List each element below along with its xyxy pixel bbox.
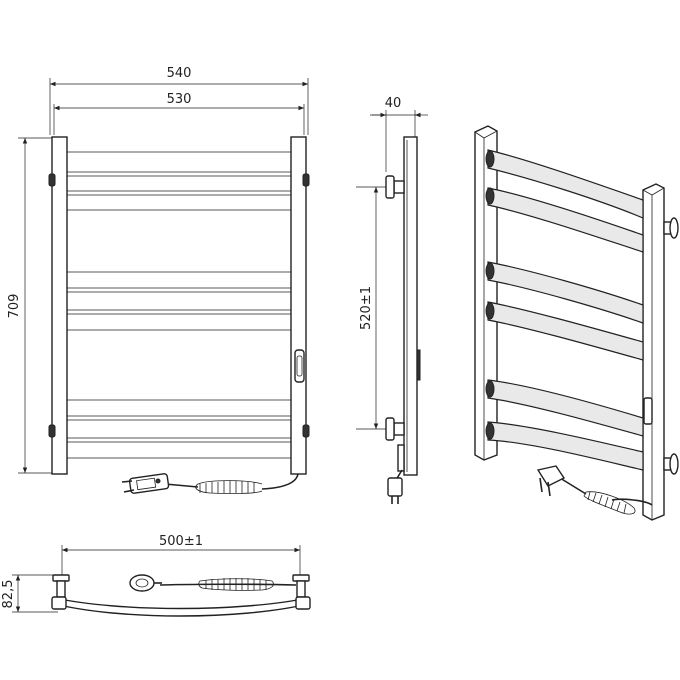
persp-right-post	[642, 183, 665, 521]
dimension-500: 500±1	[61, 534, 301, 585]
persp-cable	[536, 465, 653, 515]
side-brackets	[385, 175, 405, 441]
dimension-label-709: 709	[7, 294, 22, 319]
dimension-label-40: 40	[385, 96, 402, 111]
side-heater	[416, 349, 421, 381]
dimension-label-82-5: 82,5	[1, 580, 16, 609]
persp-brackets	[663, 217, 679, 475]
perspective-view	[474, 125, 679, 521]
side-view: 40 520±1	[356, 96, 428, 504]
persp-left-post	[474, 125, 498, 461]
heater-control	[294, 349, 305, 383]
rungs	[67, 151, 291, 459]
left-post	[51, 136, 68, 475]
power-plug	[128, 473, 170, 494]
front-view: 540 530 709	[7, 66, 310, 494]
dimension-520: 520±1	[356, 186, 386, 430]
bottom-cable	[129, 574, 297, 592]
side-post	[403, 136, 418, 476]
side-plug	[387, 469, 403, 504]
dimension-709: 709	[7, 137, 52, 474]
dimension-530: 530	[53, 92, 305, 135]
power-cable	[121, 473, 299, 494]
dimension-label-540: 540	[167, 66, 192, 81]
dimension-540: 540	[49, 66, 309, 135]
right-post	[290, 136, 307, 475]
dimension-label-500: 500±1	[159, 534, 203, 549]
bottom-brackets	[51, 574, 311, 610]
dimension-82-5: 82,5	[1, 574, 58, 613]
bottom-plug	[129, 574, 155, 592]
dimension-label-520: 520±1	[359, 286, 374, 330]
wall-brackets	[48, 173, 310, 438]
persp-heater	[643, 397, 653, 425]
dimension-label-530: 530	[167, 92, 192, 107]
dimension-40: 40	[370, 96, 428, 172]
bottom-view: 500±1 82,5	[1, 534, 311, 617]
persp-plug	[536, 465, 566, 487]
bottom-curved-bar	[54, 597, 309, 617]
persp-rungs	[485, 149, 644, 471]
